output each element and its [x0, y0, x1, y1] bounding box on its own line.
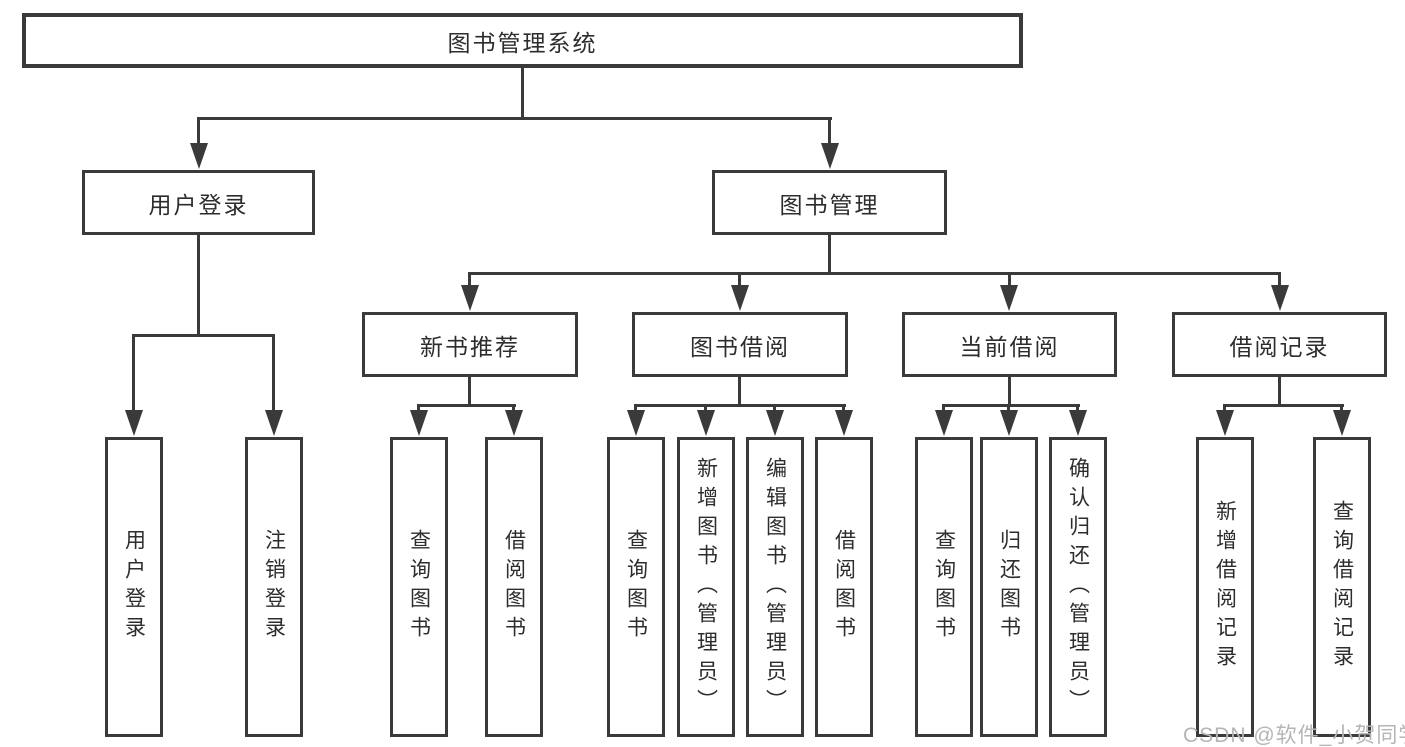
connector-line [1007, 404, 1010, 414]
arrowhead-down-icon [1000, 410, 1018, 436]
arrowhead-down-icon [835, 410, 853, 436]
arrowhead-down-icon [190, 143, 208, 169]
connector-line [1223, 404, 1344, 407]
node-current-borrow: 当前借阅 [902, 312, 1117, 377]
leaf-add-book-admin-label: 新增图书（管理员） [694, 456, 718, 718]
connector-line [468, 272, 1281, 275]
leaf-borrow-books-label: 借阅图书 [832, 529, 856, 645]
connector-line [1223, 404, 1226, 414]
connector-line [1008, 272, 1011, 290]
connector-line [842, 404, 845, 414]
connector-line [133, 334, 275, 337]
leaf-confirm-return-admin-label: 确认归还（管理员） [1066, 456, 1090, 718]
leaf-query-borrow-record: 查询借阅记录 [1313, 437, 1371, 737]
arrowhead-down-icon [1000, 285, 1018, 311]
connector-line [197, 117, 832, 120]
connector-line [1076, 404, 1079, 414]
leaf-query-borrow-record-label: 查询借阅记录 [1330, 500, 1354, 674]
node-root: 图书管理系统 [22, 13, 1023, 68]
leaf-query-books-current: 查询图书 [915, 437, 973, 737]
connector-line [942, 404, 945, 414]
node-book-management-label: 图书管理 [779, 191, 880, 218]
connector-line [468, 377, 471, 407]
connector-line [738, 377, 741, 407]
node-current-borrow-label: 当前借阅 [959, 333, 1060, 360]
node-book-borrow: 图书借阅 [632, 312, 848, 377]
leaf-logout-login-label: 注销登录 [262, 529, 286, 645]
leaf-return-books-label: 归还图书 [997, 529, 1021, 645]
connector-line [828, 117, 831, 146]
leaf-add-book-admin: 新增图书（管理员） [677, 437, 735, 737]
node-new-book-recommend: 新书推荐 [362, 312, 578, 377]
arrowhead-down-icon [1216, 410, 1234, 436]
connector-line [1340, 404, 1343, 414]
node-user-login: 用户登录 [82, 170, 315, 235]
node-book-management: 图书管理 [712, 170, 947, 235]
connector-line [942, 404, 1080, 407]
arrowhead-down-icon [125, 410, 143, 436]
arrowhead-down-icon [265, 410, 283, 436]
leaf-borrow-books-recommend: 借阅图书 [485, 437, 543, 737]
arrowhead-down-icon [505, 410, 523, 436]
leaf-borrow-books: 借阅图书 [815, 437, 873, 737]
node-root-label: 图书管理系统 [447, 29, 598, 56]
leaf-add-borrow-record: 新增借阅记录 [1196, 437, 1254, 737]
node-new-book-recommend-label: 新书推荐 [420, 333, 520, 360]
leaf-add-borrow-record-label: 新增借阅记录 [1213, 500, 1237, 674]
connector-line [828, 235, 831, 275]
arrowhead-down-icon [1271, 285, 1289, 311]
leaf-query-books-borrow-label: 查询图书 [624, 529, 648, 645]
connector-line [1278, 377, 1281, 407]
connector-line [521, 68, 524, 118]
leaf-query-books-recommend: 查询图书 [390, 437, 448, 737]
leaf-edit-book-admin-label: 编辑图书（管理员） [763, 456, 787, 718]
connector-line [197, 235, 200, 336]
arrowhead-down-icon [627, 410, 645, 436]
connector-line [738, 272, 741, 290]
arrowhead-down-icon [697, 410, 715, 436]
leaf-logout-login: 注销登录 [245, 437, 303, 737]
connector-line [512, 404, 515, 414]
leaf-borrow-books-recommend-label: 借阅图书 [502, 529, 526, 645]
node-borrow-records: 借阅记录 [1172, 312, 1387, 377]
connector-line [773, 404, 776, 414]
node-book-borrow-label: 图书借阅 [690, 333, 790, 360]
connector-line [468, 272, 471, 290]
leaf-confirm-return-admin: 确认归还（管理员） [1049, 437, 1107, 737]
connector-line [132, 334, 135, 414]
leaf-user-login-label: 用户登录 [122, 529, 146, 645]
leaf-query-books-recommend-label: 查询图书 [407, 529, 431, 645]
connector-line [704, 404, 707, 414]
connector-line [197, 117, 200, 146]
leaf-edit-book-admin: 编辑图书（管理员） [746, 437, 804, 737]
leaf-return-books: 归还图书 [980, 437, 1038, 737]
leaf-query-books-borrow: 查询图书 [607, 437, 665, 737]
arrowhead-down-icon [410, 410, 428, 436]
connector-line [417, 404, 516, 407]
arrowhead-down-icon [766, 410, 784, 436]
arrowhead-down-icon [821, 143, 839, 169]
watermark: CSDN @软件_小贺同学 [1183, 724, 1405, 747]
arrowhead-down-icon [1333, 410, 1351, 436]
arrowhead-down-icon [935, 410, 953, 436]
node-user-login-label: 用户登录 [148, 191, 249, 218]
arrowhead-down-icon [461, 285, 479, 311]
connector-line [634, 404, 637, 414]
connector-line [272, 334, 275, 414]
connector-line [1008, 377, 1011, 407]
arrowhead-down-icon [731, 285, 749, 311]
leaf-query-books-current-label: 查询图书 [932, 529, 956, 645]
node-borrow-records-label: 借阅记录 [1229, 333, 1330, 360]
leaf-user-login: 用户登录 [105, 437, 163, 737]
connector-line [1278, 272, 1281, 290]
connector-line [634, 404, 846, 407]
arrowhead-down-icon [1069, 410, 1087, 436]
connector-line [417, 404, 420, 414]
